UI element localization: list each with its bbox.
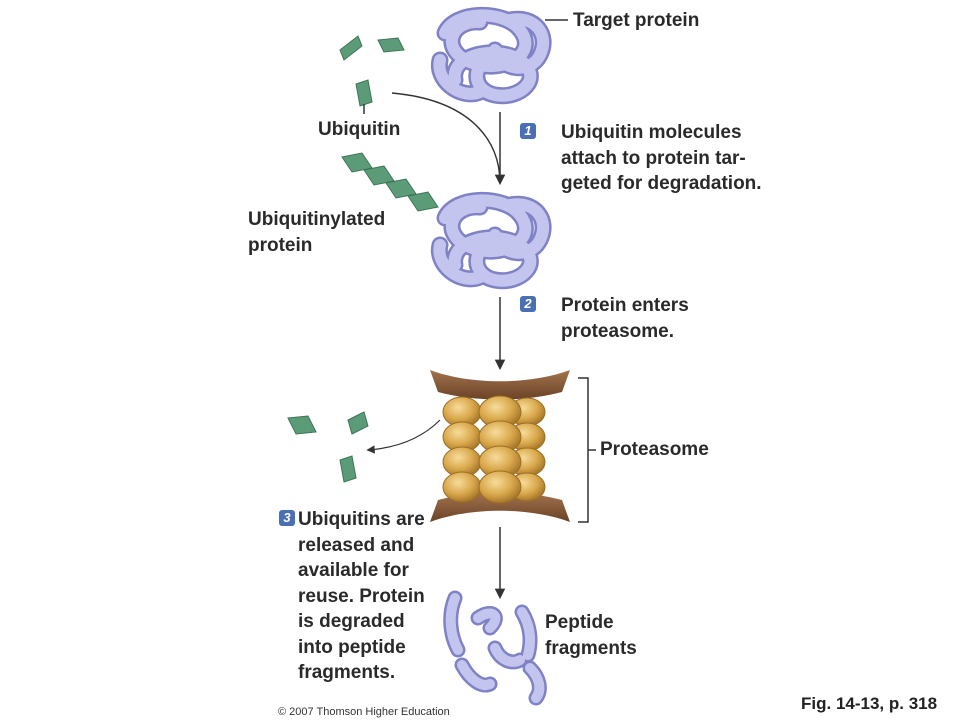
copyright-text: © 2007 Thomson Higher Education <box>278 706 450 718</box>
proteasome-bracket <box>578 377 589 523</box>
ubiquitinylated-protein-label: Ubiquitinylated protein <box>248 209 386 256</box>
step-2-badge: 2 <box>520 296 536 312</box>
step-3-text: Ubiquitins are released and available fo… <box>298 509 425 683</box>
ubiquitin-chain <box>341 152 439 212</box>
free-ubiquitin-group-top <box>339 35 405 107</box>
step-1-badge: 1 <box>520 123 536 139</box>
attach-arrow <box>391 92 506 186</box>
target-protein-label: Target protein <box>573 10 700 31</box>
peptide-fragments-label: Peptide fragments <box>545 612 637 659</box>
figure-reference: Fig. 14-13, p. 318 <box>801 694 938 713</box>
target-protein-shape <box>430 6 552 105</box>
ubiquitin-label: Ubiquitin <box>318 119 401 140</box>
proteasome-shape <box>430 370 570 522</box>
released-ubiquitins <box>287 411 369 483</box>
release-arrow <box>366 419 441 454</box>
ubiquitinylated-protein-shape <box>430 191 552 290</box>
step-3-badge: 3 <box>279 510 295 526</box>
proteasome-beads <box>442 395 546 504</box>
proteasome-label: Proteasome <box>600 439 709 460</box>
peptide-fragments-shapes <box>443 590 547 706</box>
step-2-text: Protein enters proteasome. <box>561 295 689 342</box>
step-1-text: Ubiquitin molecules attach to protein ta… <box>561 122 762 194</box>
